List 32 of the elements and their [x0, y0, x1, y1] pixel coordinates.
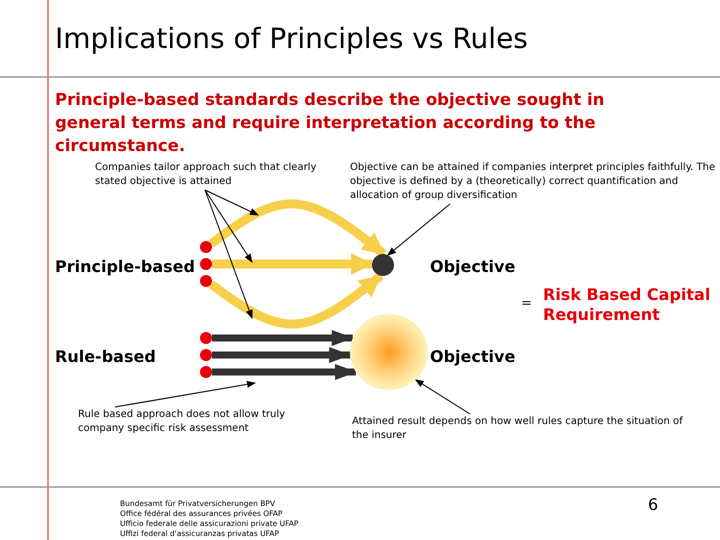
row-label: Rule-based — [55, 347, 156, 366]
block-arrow — [212, 253, 374, 275]
start-dot — [200, 366, 212, 378]
block-arrow — [208, 200, 387, 258]
callout-text: Objective can be attained if companies interpret principles faithfully. The objective is defined by a (theoretically) correct quantification and allocation of group diversification — [350, 161, 718, 203]
start-dot — [200, 275, 212, 287]
callout-text: Attained result depends on how well rules capture the situation of the insurer — [352, 415, 687, 443]
slide-title: Implications of Principles vs Rules — [55, 22, 528, 55]
start-dot — [200, 332, 212, 344]
row-label: Principle-based — [55, 257, 195, 276]
block-arrow — [212, 364, 357, 380]
page-number: 6 — [648, 495, 658, 514]
leader-line — [387, 204, 450, 256]
start-dot — [200, 241, 212, 253]
callout-text: Companies tailor approach such that clearly stated objective is attained — [95, 161, 323, 189]
target-dot — [372, 254, 394, 276]
start-dot — [200, 349, 212, 361]
leader-line — [204, 190, 253, 263]
objective-label: Objective — [430, 257, 516, 276]
block-arrow — [208, 272, 384, 328]
leader-line — [114, 380, 256, 408]
block-arrow — [212, 330, 354, 346]
leader-line — [204, 190, 253, 319]
callout-text: Rule based approach does not allow truly company specific risk assessment — [78, 408, 328, 436]
result-label: Risk Based Capital Requirement — [543, 285, 712, 325]
subtitle-text: Principle-based standards describe the objective sought in general terms and require interpretation according to the circumstance. — [55, 89, 606, 157]
objective-label: Objective — [430, 347, 516, 366]
equals-sign: = — [521, 296, 532, 311]
start-dot — [200, 258, 212, 270]
block-arrow — [212, 347, 352, 363]
leader-line — [204, 190, 259, 216]
leader-line — [414, 379, 470, 414]
